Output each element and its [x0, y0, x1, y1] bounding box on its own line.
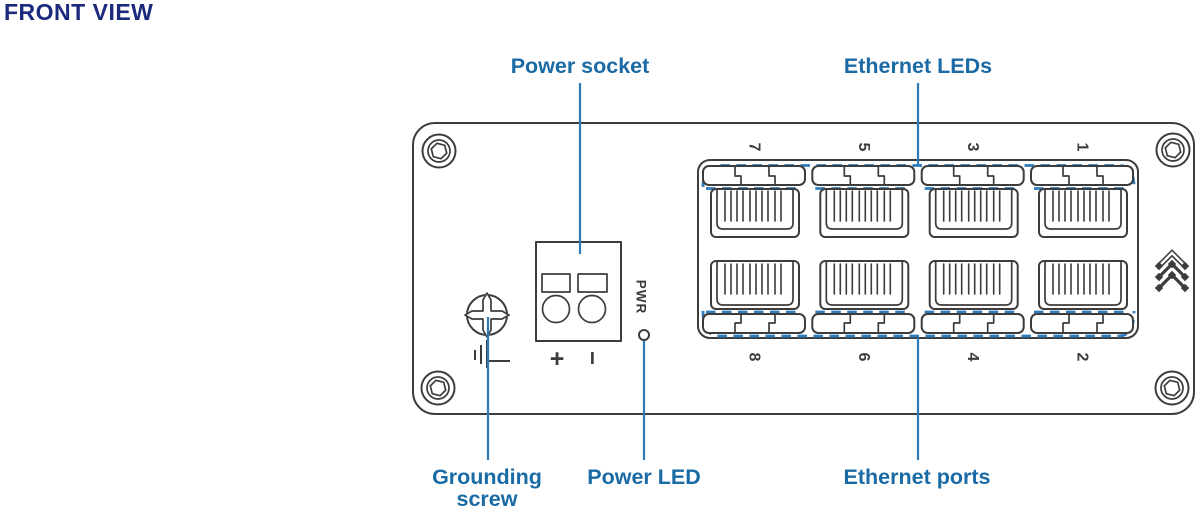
port-number-6: 6: [855, 353, 872, 362]
power-led-icon: [638, 329, 650, 341]
device-panel: + − PWR 7 5 3 1 8 6 4 2: [412, 122, 1195, 415]
ethernet-port-block: 7 5 3 1 8 6 4 2: [697, 143, 1139, 362]
ethernet-port-2: [1029, 259, 1135, 335]
brand-logo-icon: [1154, 249, 1190, 293]
ethernet-port-3: [920, 164, 1026, 239]
callout-grounding-line1: Grounding: [432, 465, 542, 489]
callout-ethernet-ports: Ethernet ports: [844, 465, 991, 489]
port-number-7: 7: [746, 143, 763, 152]
ethernet-port-5: [810, 164, 916, 239]
port-number-3: 3: [964, 143, 981, 152]
power-socket: [535, 241, 622, 342]
ethernet-port-4: [920, 259, 1026, 335]
port-number-1: 1: [1074, 143, 1091, 152]
terminal-slot-left: [541, 273, 571, 293]
polarity-minus-marking: −: [579, 351, 606, 365]
ethernet-port-6: [810, 259, 916, 335]
port-number-2: 2: [1074, 353, 1091, 362]
ethernet-port-1: [1029, 164, 1135, 239]
grounding-screw: [464, 292, 510, 338]
callout-power-socket: Power socket: [511, 54, 650, 78]
polarity-plus-marking: +: [550, 345, 565, 373]
pwr-label: PWR: [634, 280, 649, 315]
port-number-5: 5: [855, 143, 872, 152]
terminal-hole-left: [541, 294, 571, 324]
phillips-cross-icon: [464, 292, 510, 338]
callout-power-led: Power LED: [587, 465, 701, 489]
ethernet-port-7: [701, 164, 807, 239]
callout-ethernet-leds: Ethernet LEDs: [844, 54, 992, 78]
terminal-hole-right: [577, 294, 607, 324]
terminal-slot-right: [577, 273, 608, 293]
callout-grounding-line2: screw: [457, 487, 518, 507]
ethernet-port-8: [701, 259, 807, 335]
port-number-4: 4: [964, 353, 981, 362]
port-number-8: 8: [746, 353, 763, 362]
page-title: FRONT VIEW: [4, 0, 153, 25]
